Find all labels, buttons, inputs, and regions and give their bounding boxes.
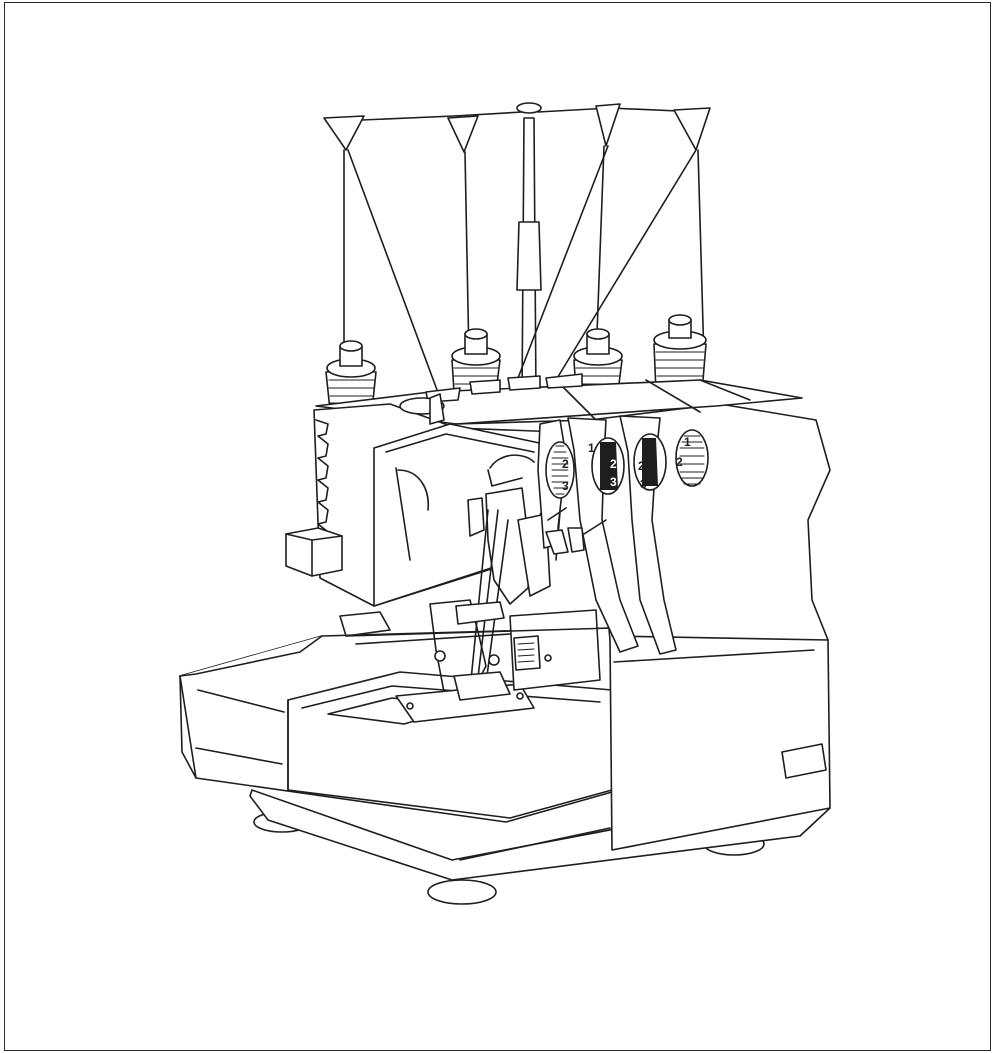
thread-line	[595, 145, 605, 361]
bed-rear-edge	[345, 627, 613, 637]
needle-clamp	[467, 497, 485, 537]
tension-dials: 2 3 1 2 3 2 3 1 2	[545, 429, 709, 499]
front-cover-contour	[395, 467, 430, 561]
tension-dial-3[interactable]: 2 3	[633, 433, 667, 491]
thread-stand-pole-sleeve	[516, 221, 542, 291]
thread-line	[347, 149, 441, 399]
thread-hook	[545, 529, 569, 555]
machine-base-line	[459, 827, 611, 861]
dial-label: 3	[640, 477, 647, 491]
deck-thread-tab	[507, 375, 541, 391]
bed-bevel	[301, 685, 601, 709]
front-cover-rim	[385, 433, 535, 453]
machine-seam	[611, 635, 829, 641]
thread-guide-4	[673, 107, 711, 151]
thread-guide-2	[447, 115, 479, 153]
side-cover-label	[513, 635, 541, 671]
machine-foot	[427, 879, 497, 905]
tension-dial-4[interactable]: 1 2	[675, 429, 709, 487]
looper-cover-flap	[517, 513, 551, 597]
dial-label: 2	[676, 455, 683, 469]
presser-foot-lever	[455, 601, 505, 625]
bed-top-edge	[179, 635, 323, 677]
thread-stand	[323, 102, 711, 399]
deck-thread-tab	[545, 373, 583, 389]
bed-left-edge	[179, 675, 197, 779]
thread-line	[517, 145, 609, 379]
needle-screw	[434, 650, 446, 662]
bed-contour	[195, 689, 285, 765]
presser-foot-shank	[453, 671, 511, 701]
thread-hook	[567, 527, 585, 553]
dial-label: 3	[610, 475, 617, 489]
tension-dial-2[interactable]: 1 2 3	[588, 437, 625, 495]
machine-seam	[613, 649, 815, 663]
thread-stand-knob	[516, 102, 542, 114]
deck-thread-tab	[469, 379, 501, 395]
tension-dial-1[interactable]: 2 3	[545, 441, 575, 499]
side-block-edge	[285, 533, 343, 577]
dial-label: 3	[562, 479, 569, 493]
dial-label: 1	[588, 441, 595, 455]
bed-tab	[339, 611, 391, 637]
thread-guide-1	[323, 115, 365, 151]
dial-label: 2	[638, 459, 645, 473]
thread-guide-3	[595, 103, 621, 147]
thread-line	[555, 149, 697, 381]
needle-screw	[488, 654, 500, 666]
front-cover-window	[487, 454, 535, 487]
dial-label: 2	[610, 457, 617, 471]
dial-label: 2	[562, 457, 569, 471]
machine-vent-slot	[781, 743, 827, 779]
machine-top-seams	[455, 379, 751, 425]
machine-bed	[179, 611, 613, 823]
thread-line	[697, 149, 705, 361]
dial-label: 1	[684, 435, 691, 449]
cover-cone-post	[429, 393, 445, 425]
bed-rear-edge-inner	[355, 633, 511, 645]
thread-line	[464, 151, 470, 361]
needle-assembly	[345, 487, 613, 723]
side-block	[285, 527, 343, 577]
